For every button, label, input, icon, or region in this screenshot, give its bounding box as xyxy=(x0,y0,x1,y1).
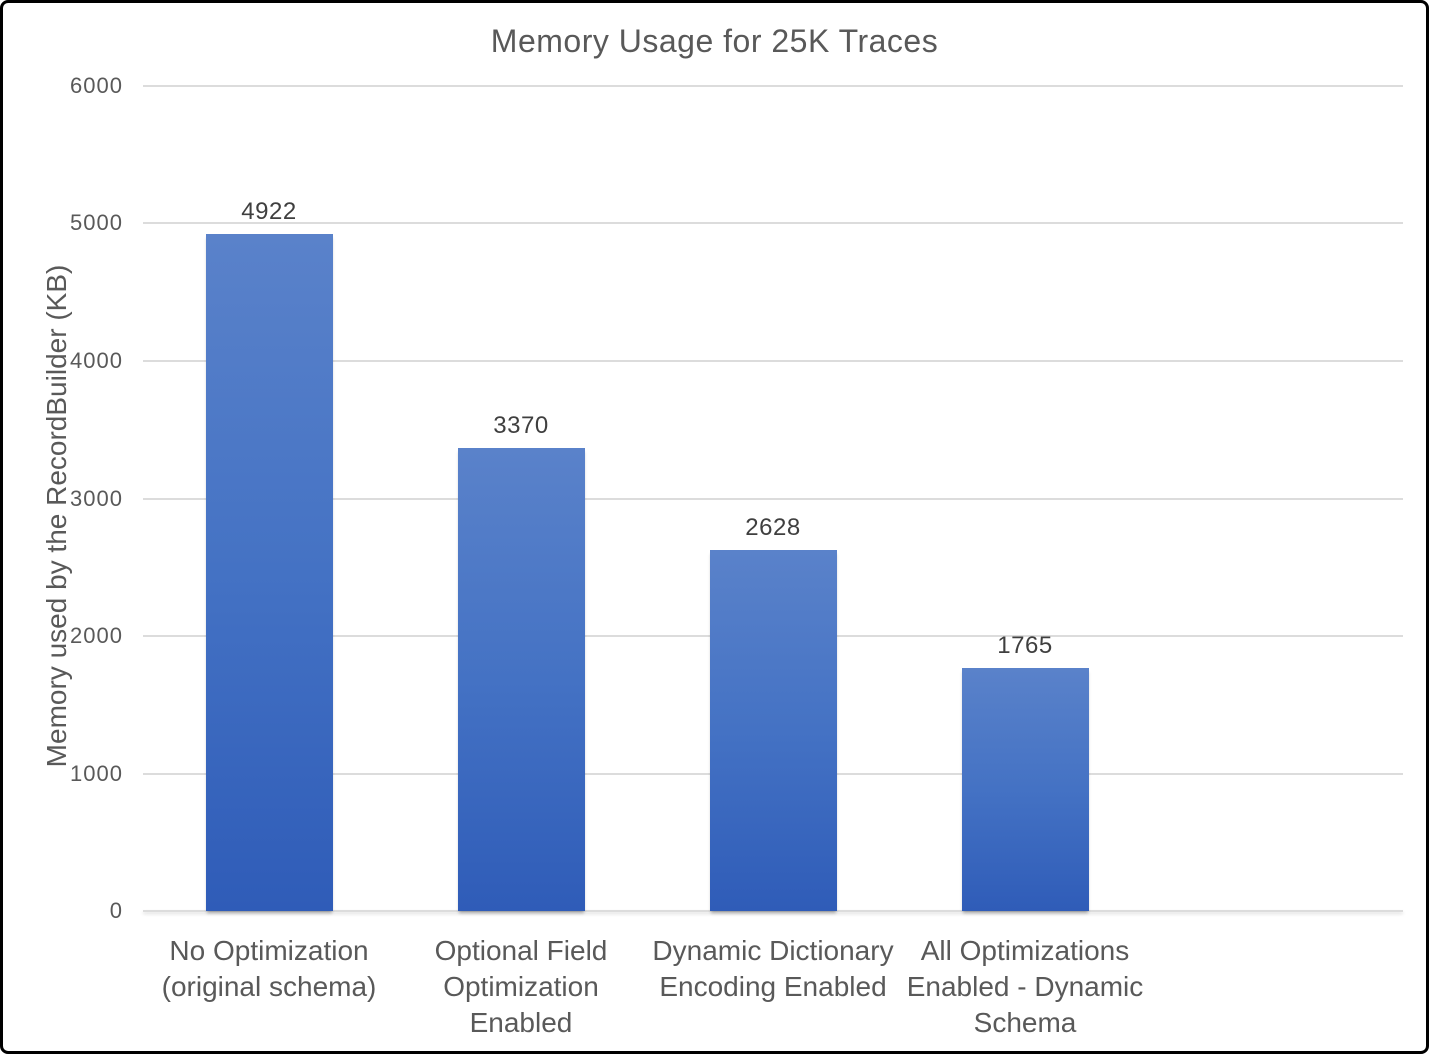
plot-area: 4922 3370 2628 1765 xyxy=(143,85,1403,912)
chart-title: Memory Usage for 25K Traces xyxy=(490,23,939,59)
gridline xyxy=(143,497,1403,500)
y-tick-label: 1000 xyxy=(70,760,123,786)
category-label: All Optimizations Enabled - Dynamic Sche… xyxy=(906,935,1144,1038)
y-tick-label: 5000 xyxy=(70,210,123,236)
bar xyxy=(961,668,1089,911)
y-tick-label: 6000 xyxy=(70,73,123,98)
y-tick-label: 3000 xyxy=(70,485,123,511)
bar xyxy=(205,234,333,911)
bar xyxy=(709,549,837,911)
bar-slot: 2628 xyxy=(647,86,899,911)
x-axis-category-labels: No Optimization (original schema) Optiona… xyxy=(143,933,1151,1041)
category-label: Dynamic Dictionary Encoding Enabled xyxy=(652,935,894,1002)
bar-value-label: 4922 xyxy=(241,198,297,226)
y-tick-label: 4000 xyxy=(70,347,123,373)
bar-series: 4922 3370 2628 1765 xyxy=(143,86,1151,911)
y-tick-label: 2000 xyxy=(70,622,123,648)
bar-value-label: 2628 xyxy=(745,513,801,541)
category-label: No Optimization (original schema) xyxy=(161,935,377,1002)
bar-slot: 3370 xyxy=(395,86,647,911)
gridline xyxy=(143,222,1403,225)
y-axis-tick-labels: 0 1000 2000 3000 4000 5000 6000 xyxy=(3,73,123,923)
bar-slot: 1765 xyxy=(899,86,1151,911)
x-axis-line xyxy=(143,910,1403,912)
bar xyxy=(457,447,585,911)
bar-value-label: 3370 xyxy=(493,411,549,439)
bar-slot: 4922 xyxy=(143,86,395,911)
bar-value-label: 1765 xyxy=(997,632,1053,660)
gridline xyxy=(143,85,1403,87)
gridline xyxy=(143,359,1403,362)
y-tick-label: 0 xyxy=(109,898,123,923)
category-label: Optional Field Optimization Enabled xyxy=(434,935,608,1038)
